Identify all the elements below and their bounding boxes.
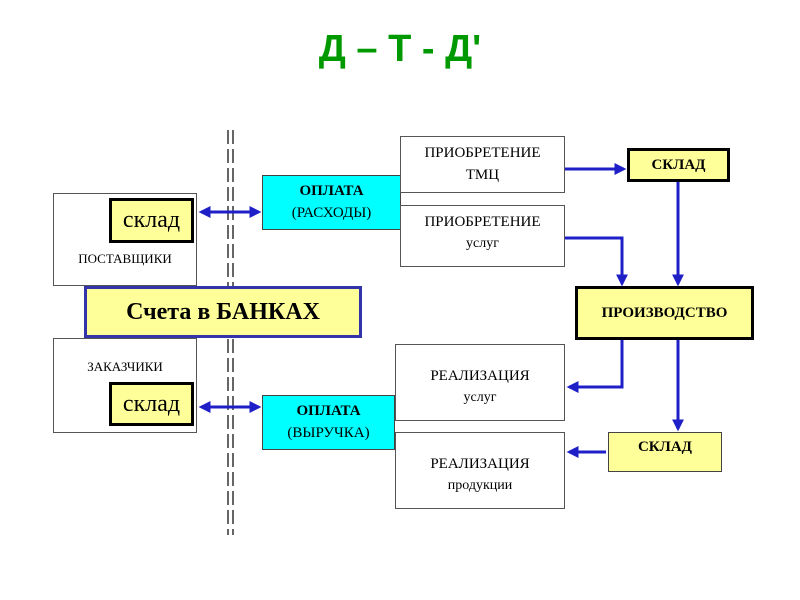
payment-expenses: ОПЛАТА (РАСХОДЫ): [262, 175, 401, 230]
customers-label: ЗАКАЗЧИКИ: [87, 359, 163, 374]
payment-revenue-title: ОПЛАТА: [296, 403, 361, 419]
payment-expenses-title: ОПЛАТА: [299, 183, 364, 199]
purchase-goods: ПРИОБРЕТЕНИЕ ТМЦ: [400, 136, 565, 193]
purchase-goods-subtitle: ТМЦ: [465, 167, 500, 183]
bank-accounts: Счета в БАНКАХ: [84, 286, 362, 338]
sale-products-subtitle: продукции: [447, 478, 513, 493]
arrow-services-production: [565, 236, 628, 287]
suppliers-label: ПОСТАВЩИКИ: [78, 251, 172, 266]
sale-products: РЕАЛИЗАЦИЯ продукции: [395, 432, 565, 509]
sale-services: РЕАЛИЗАЦИЯ услуг: [395, 344, 565, 421]
purchase-goods-title: ПРИОБРЕТЕНИЕ: [424, 145, 541, 161]
purchase-services-title: ПРИОБРЕТЕНИЕ: [424, 214, 541, 230]
diagram-title: Д – Т - Д': [318, 28, 482, 70]
sale-services-title: РЕАЛИЗАЦИЯ: [430, 368, 530, 384]
suppliers-stock: склад: [109, 198, 194, 243]
warehouse-top: СКЛАД: [627, 148, 730, 182]
production-box: ПРОИЗВОДСТВО: [575, 286, 754, 340]
sale-services-subtitle: услуг: [463, 390, 497, 405]
arrow-production-sale-services: [566, 340, 624, 393]
purchase-services: ПРИОБРЕТЕНИЕ услуг: [400, 205, 565, 267]
payment-expenses-subtitle: (РАСХОДЫ): [291, 205, 372, 221]
payment-revenue: ОПЛАТА (ВЫРУЧКА): [262, 395, 395, 450]
sale-products-title: РЕАЛИЗАЦИЯ: [430, 456, 530, 472]
purchase-services-subtitle: услуг: [466, 236, 499, 251]
warehouse-bottom: СКЛАД: [608, 432, 722, 472]
payment-revenue-subtitle: (ВЫРУЧКА): [287, 425, 370, 441]
customers-stock: склад: [109, 382, 194, 426]
